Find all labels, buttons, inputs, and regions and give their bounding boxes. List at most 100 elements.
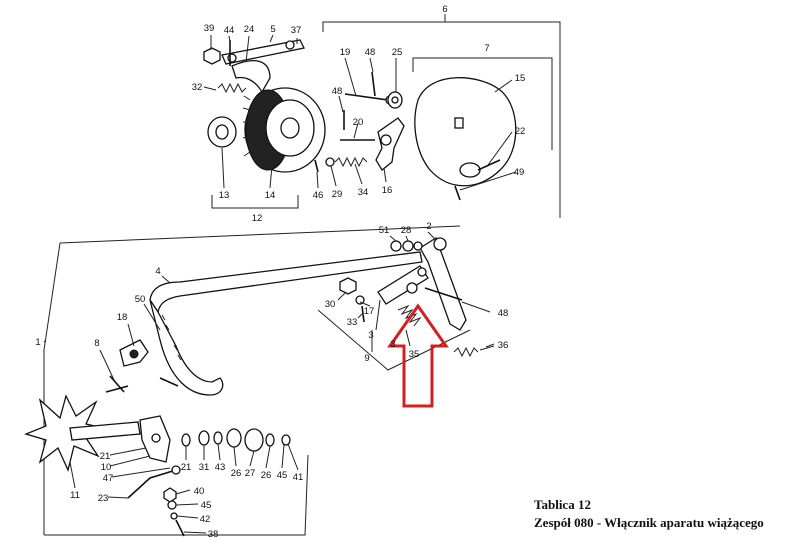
- plate-number: Tablica 12: [534, 497, 591, 512]
- callout-37: 37: [291, 25, 302, 36]
- impact-star: [24, 394, 115, 472]
- callout-48b: 48: [332, 86, 343, 97]
- bracket-10: [139, 415, 171, 463]
- callout-32: 32: [192, 82, 203, 93]
- pin-50: [159, 377, 179, 387]
- spring-36: [453, 345, 495, 358]
- callout-17: 17: [364, 306, 375, 317]
- callout-39: 39: [204, 23, 215, 34]
- washer-25: [387, 91, 403, 109]
- callout-42: 42: [200, 514, 211, 525]
- callout-23: 23: [98, 493, 109, 504]
- lever-16: [375, 117, 405, 171]
- callout-46: 46: [313, 190, 324, 201]
- knob-18: [119, 339, 149, 367]
- nut-39: [203, 47, 221, 65]
- callout-14: 14: [265, 190, 276, 201]
- callout-25: 25: [392, 47, 403, 58]
- highlight-arrow: [387, 303, 449, 408]
- callout-48c: 48: [498, 308, 509, 319]
- group-bracket-1: [43, 225, 461, 536]
- callout-31: 31: [199, 462, 210, 473]
- pin-33: [361, 305, 365, 323]
- t-handle-8: [105, 375, 129, 393]
- group-bracket-7: [412, 57, 553, 150]
- callout-36: 36: [498, 340, 509, 351]
- callout-4: 4: [155, 266, 160, 277]
- hook-arm: [149, 299, 224, 396]
- callout-35: 35: [409, 349, 420, 360]
- pin-46: [314, 159, 319, 173]
- callout-13: 13: [219, 190, 230, 201]
- callout-41: 41: [293, 472, 304, 483]
- callout-28: 28: [401, 225, 412, 236]
- callout-22: 22: [515, 126, 526, 137]
- spring-35: [397, 304, 422, 327]
- callout-38: 38: [208, 529, 219, 540]
- callout-9: 9: [364, 353, 369, 364]
- callout-51: 51: [379, 225, 390, 236]
- pin-48-top: [371, 71, 376, 97]
- callout-19: 19: [340, 47, 351, 58]
- plate-caption: Tablica 12 Zespół 080 - Włącznik aparatu…: [534, 496, 764, 532]
- arm-2: [419, 237, 467, 331]
- lever-23: [127, 465, 181, 499]
- callout-45: 45: [277, 470, 288, 481]
- cam-disc-15: [414, 77, 517, 187]
- shaft-parts-row: [181, 428, 291, 452]
- callout-18: 18: [117, 312, 128, 323]
- spring-32: [217, 82, 247, 94]
- link-plate-5: [221, 39, 305, 65]
- nut-30: [339, 277, 357, 295]
- callout-26b: 26: [261, 470, 272, 481]
- callout-50: 50: [135, 294, 146, 305]
- callout-40: 40: [194, 486, 205, 497]
- callout-45b: 45: [201, 500, 212, 511]
- callout-30: 30: [325, 299, 336, 310]
- group-bracket-6: [322, 14, 561, 218]
- callout-15: 15: [515, 73, 526, 84]
- callout-20: 20: [353, 117, 364, 128]
- washers-51-28: [390, 240, 423, 252]
- pin-49: [454, 185, 461, 201]
- callout-7: 7: [484, 43, 489, 54]
- callout-3: 3: [368, 330, 373, 341]
- trip-bar-4: [149, 251, 423, 314]
- pin-22: [459, 159, 501, 178]
- callout-8: 8: [94, 338, 99, 349]
- callout-29: 29: [332, 189, 343, 200]
- plate-title: Zespół 080 - Włącznik aparatu wiążącego: [534, 515, 764, 530]
- leader-lines: [43, 34, 517, 534]
- bushing-13: [207, 116, 237, 148]
- ratchet-wheel-14: [242, 87, 326, 173]
- callout-11: 11: [70, 490, 80, 501]
- callout-33: 33: [347, 317, 358, 328]
- callout-24: 24: [244, 24, 255, 35]
- callout-34: 34: [358, 187, 369, 198]
- callout-43: 43: [215, 462, 226, 473]
- callout-2: 2: [426, 221, 431, 232]
- callout-27: 27: [245, 468, 256, 479]
- cam-arm-24: [231, 60, 271, 94]
- plate-3: [377, 265, 429, 305]
- callout-48: 48: [365, 47, 376, 58]
- pin-48-right: [424, 287, 463, 301]
- callout-16: 16: [382, 185, 393, 196]
- callout-10: 10: [101, 462, 112, 473]
- callout-44: 44: [224, 25, 235, 36]
- bolt-stack-40-38: [163, 487, 185, 537]
- callout-47: 47: [103, 473, 114, 484]
- callout-5: 5: [270, 24, 275, 35]
- callout-6: 6: [442, 4, 447, 15]
- shaft-11: [69, 421, 141, 441]
- bolt-19: [344, 93, 395, 105]
- callout-21: 21: [100, 451, 111, 462]
- callout-12: 12: [252, 213, 263, 224]
- spring-34: [334, 156, 368, 168]
- callout-labels: 39 44 24 5 37 6 19 48 25 7 15 32 48 20 2…: [35, 4, 525, 540]
- callout-49: 49: [514, 167, 525, 178]
- callout-1: 1: [35, 337, 40, 348]
- washer-17: [355, 295, 365, 305]
